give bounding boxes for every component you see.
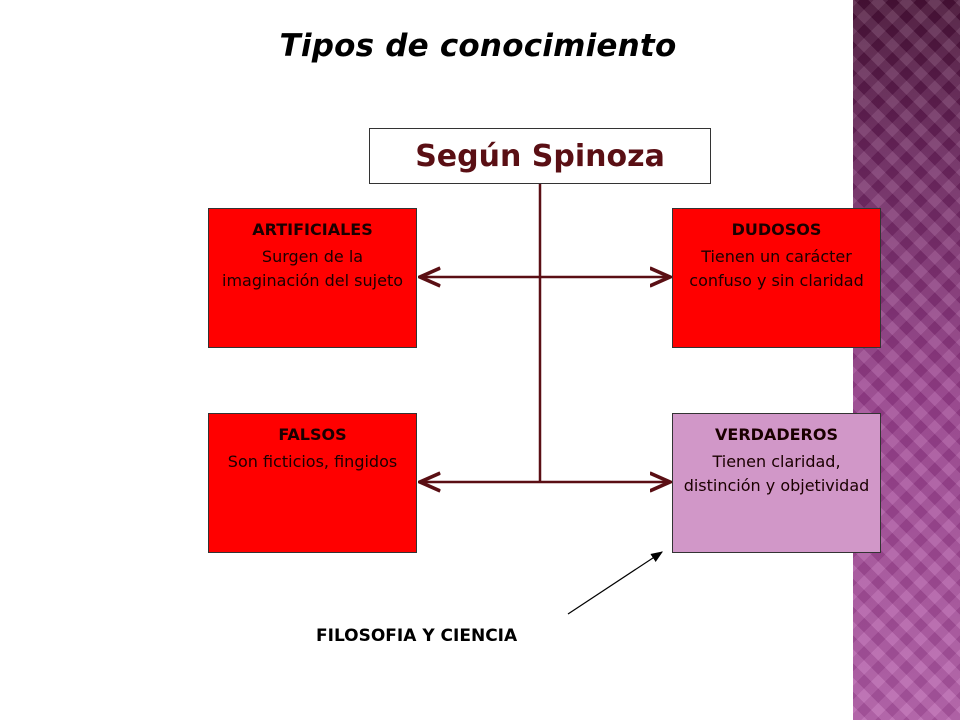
root-node-label: Según Spinoza xyxy=(415,138,665,174)
decorative-side-panel xyxy=(853,0,960,720)
node-verdaderos: VERDADEROS Tienen claridad, distinción y… xyxy=(672,413,881,553)
node-dudosos: DUDOSOS Tienen un carácter confuso y sin… xyxy=(672,208,881,348)
node-artificiales-heading: ARTIFICIALES xyxy=(252,220,373,239)
node-artificiales: ARTIFICIALES Surgen de la imaginación de… xyxy=(208,208,417,348)
node-falsos-heading: FALSOS xyxy=(278,425,347,444)
caption-pointer-arrow xyxy=(567,551,664,615)
node-dudosos-heading: DUDOSOS xyxy=(731,220,822,239)
node-dudosos-text: Tienen un carácter confuso y sin clarida… xyxy=(689,247,864,290)
node-falsos: FALSOS Son ficticios, fingidos xyxy=(208,413,417,553)
node-verdaderos-heading: VERDADEROS xyxy=(715,425,838,444)
node-artificiales-text: Surgen de la imaginación del sujeto xyxy=(222,247,403,290)
root-node: Según Spinoza xyxy=(369,128,711,184)
slide-title: Tipos de conocimiento xyxy=(279,28,677,64)
caption-label: FILOSOFIA Y CIENCIA xyxy=(316,626,518,646)
node-falsos-text: Son ficticios, fingidos xyxy=(227,452,398,471)
node-verdaderos-text: Tienen claridad, distinción y objetivida… xyxy=(683,452,870,495)
